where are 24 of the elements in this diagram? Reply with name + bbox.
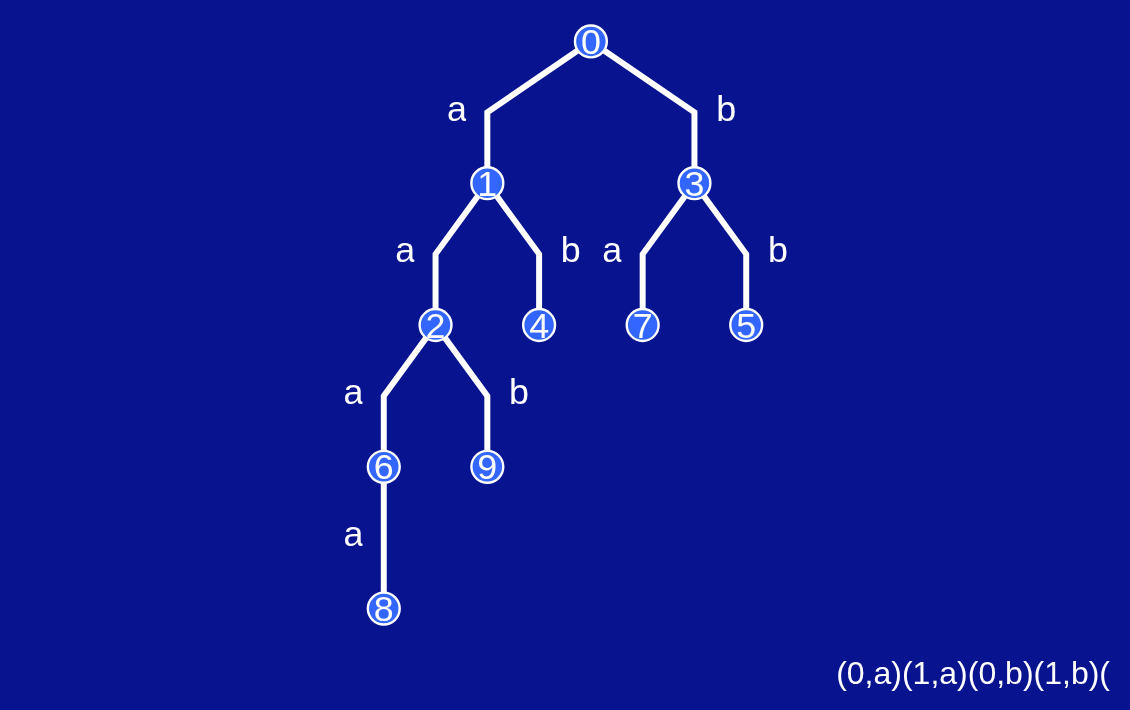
node-circle: 7 — [625, 307, 660, 343]
node-circle: 6 — [366, 449, 401, 484]
connector — [484, 47, 580, 168]
node-circle: 4 — [521, 307, 557, 343]
connector — [494, 194, 543, 310]
edge-label: b — [767, 230, 788, 270]
connector — [380, 482, 387, 593]
connector — [380, 336, 429, 451]
edge-label: b — [509, 372, 529, 412]
edge-label: b — [716, 88, 737, 128]
connector — [701, 194, 750, 310]
sequence-text: (0,a)(1,a)(0,b)(1,b)( — [836, 655, 1110, 692]
node-circle: 8 — [366, 591, 401, 626]
connector — [442, 336, 491, 451]
node-circle: 5 — [729, 307, 764, 343]
node-circle: 9 — [470, 449, 505, 484]
connector — [432, 194, 481, 310]
node-circle: 0 — [573, 24, 609, 59]
node-circle: 2 — [418, 307, 453, 343]
connector — [639, 194, 688, 310]
connector — [602, 47, 698, 168]
node-circle: 1 — [470, 166, 505, 201]
node-circle: 3 — [677, 166, 712, 201]
edge-label: b — [560, 230, 581, 270]
